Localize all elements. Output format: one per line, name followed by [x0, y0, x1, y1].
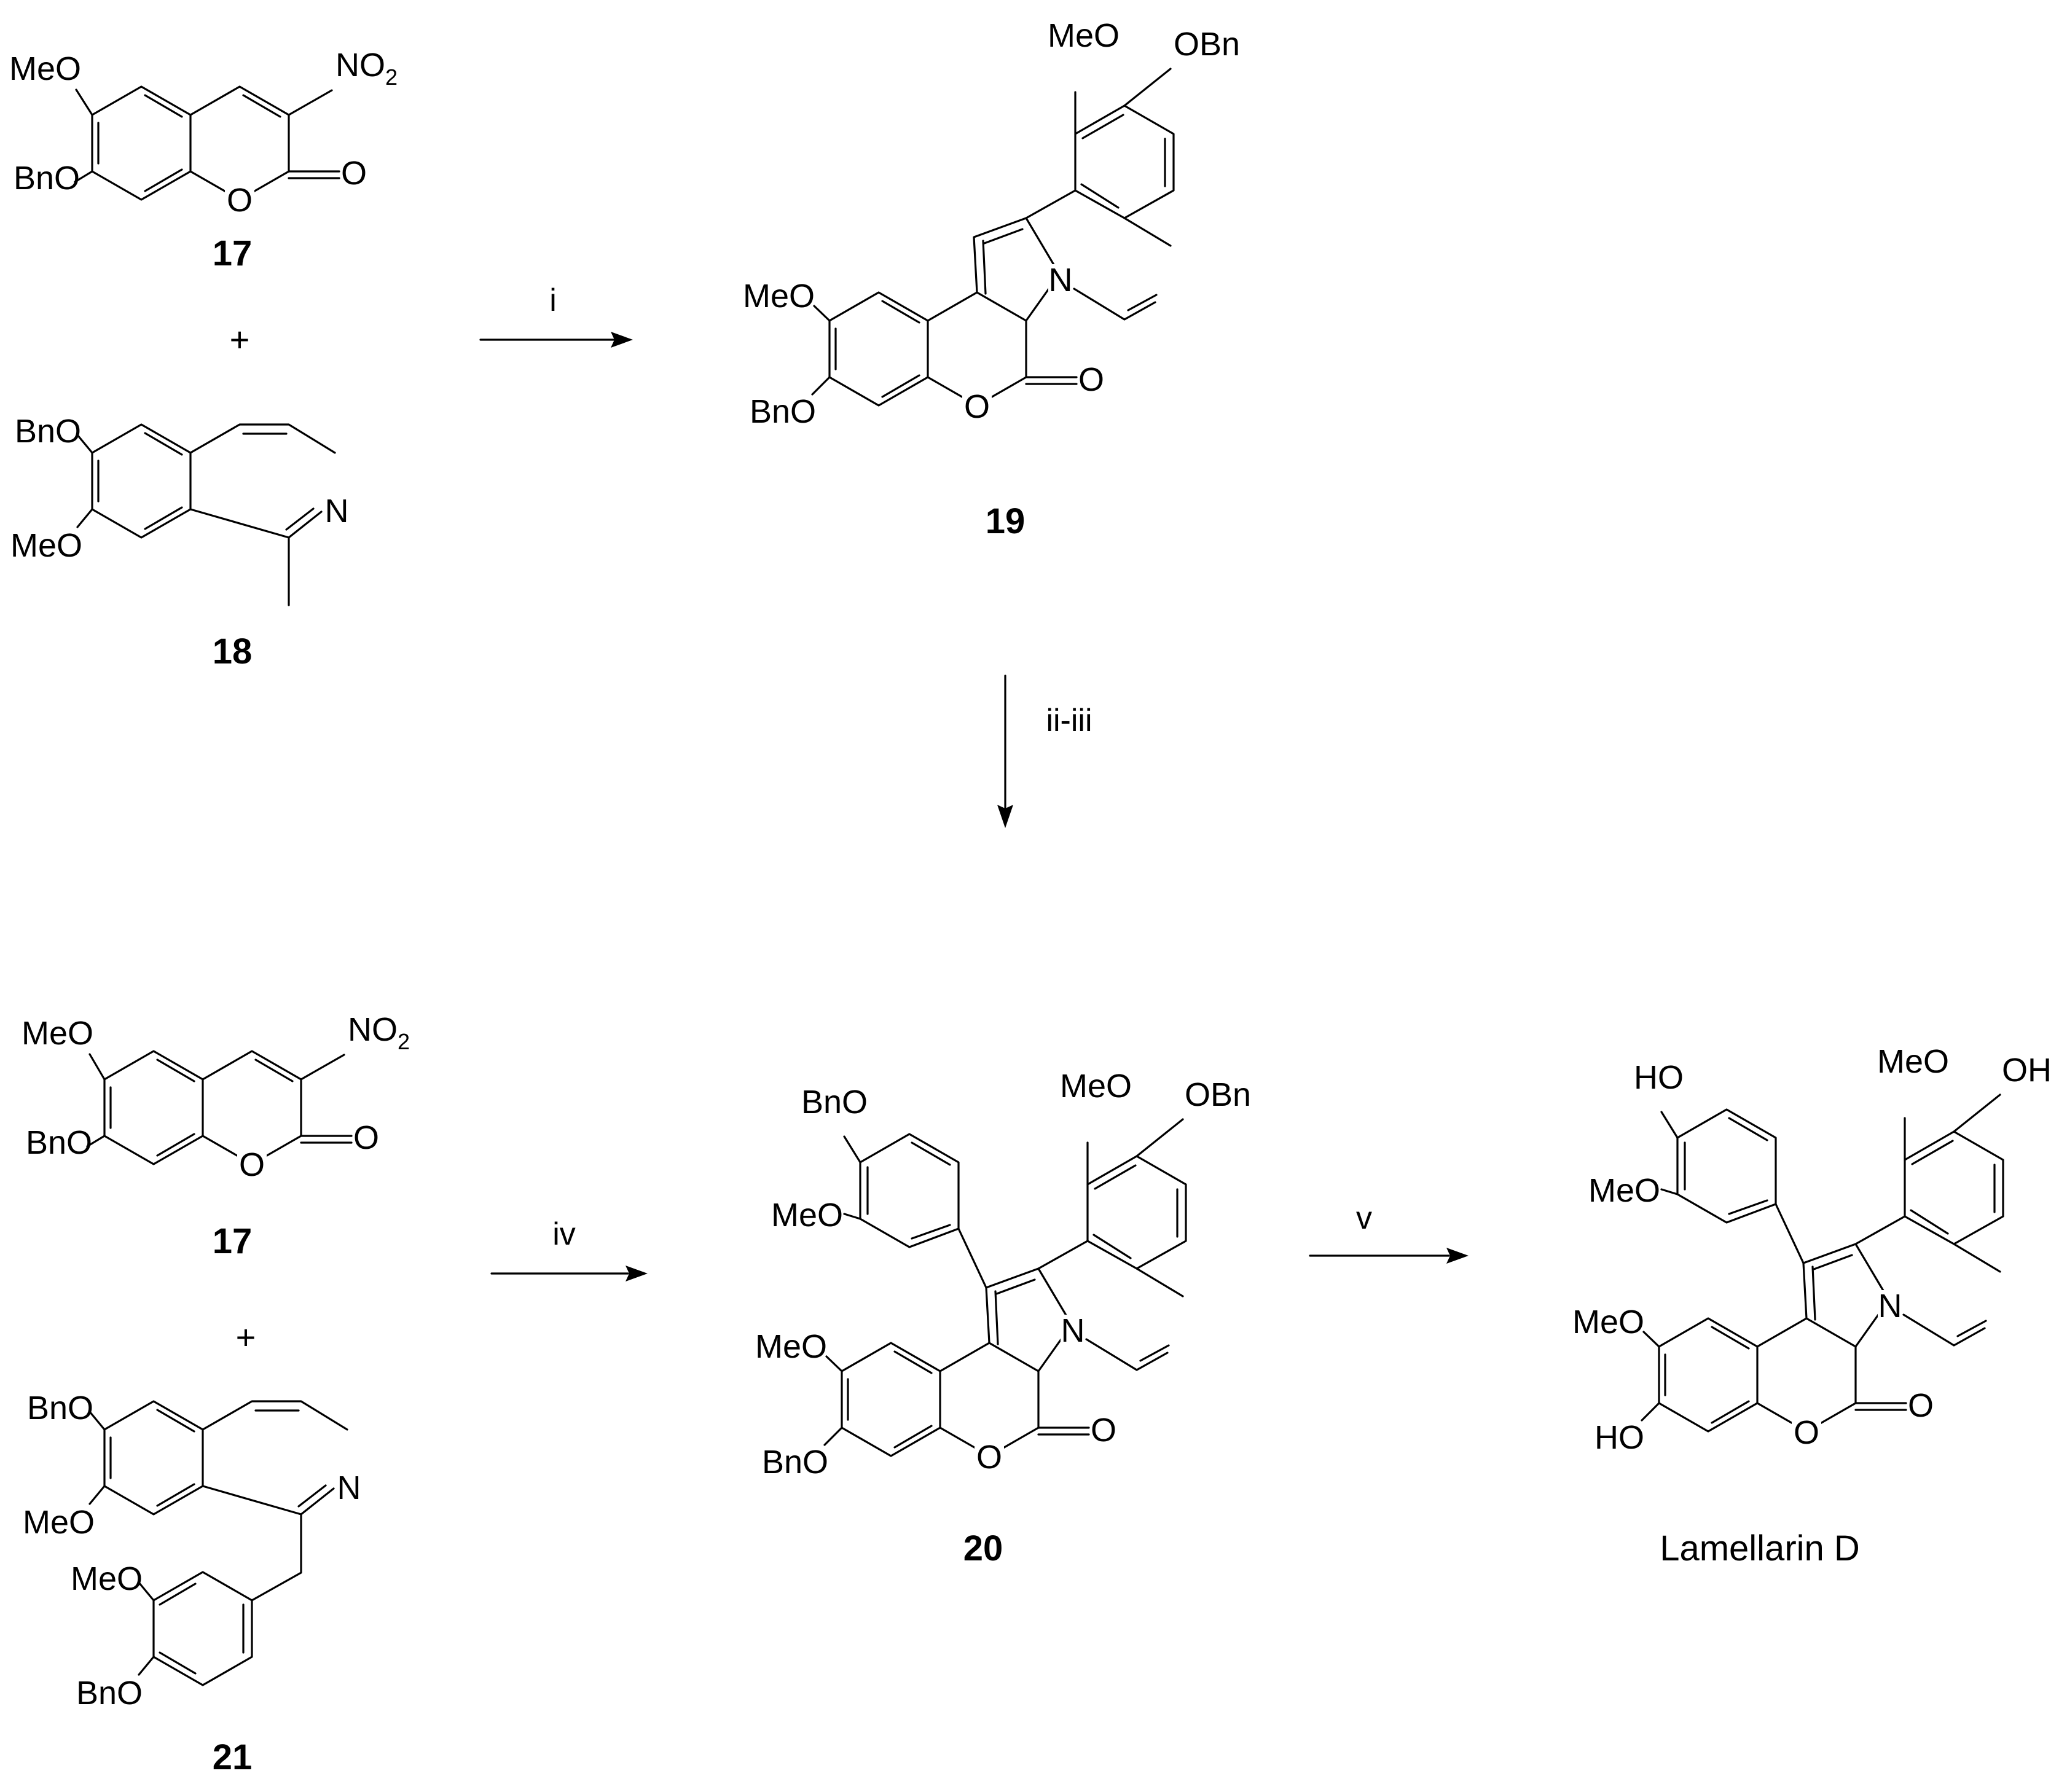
left-methoxy-label: MeO	[1572, 1304, 1644, 1340]
compound-18: N BnO MeO 18	[10, 413, 349, 671]
top-methoxy-label: MeO	[1060, 1068, 1132, 1105]
compound-label-18: 18	[213, 632, 253, 671]
nitrogen-atom: N	[325, 493, 349, 530]
reaction-arrow-ii-iii: ii-iii	[997, 675, 1092, 828]
compound-label-17: 17	[213, 233, 253, 273]
aryl-methoxy-label: MeO	[71, 1560, 143, 1597]
aryl-methoxy-label: MeO	[771, 1197, 843, 1234]
compound-20: O O N MeO OBn BnO MeO MeO BnO 20	[755, 1068, 1251, 1568]
ring-oxygen: O	[964, 388, 990, 425]
top-benzyloxy-label: OBn	[1174, 26, 1240, 63]
left-benzyloxy-label: BnO	[762, 1444, 828, 1481]
top-benzyloxy-label: OBn	[1185, 1076, 1251, 1113]
ring-oxygen: O	[227, 182, 253, 219]
left-methoxy-label: MeO	[743, 278, 815, 315]
compound-21: N BnO MeO MeO BnO 21	[23, 1390, 361, 1777]
product-name: Lamellarin D	[1660, 1528, 1860, 1568]
lamellarin-d: O O N MeO OH HO MeO MeO HO Lamellarin D	[1572, 1043, 2052, 1568]
aryl-benzyloxy-label: BnO	[76, 1675, 143, 1712]
reaction-arrow-i: i	[479, 283, 633, 348]
condition-iv: iv	[552, 1216, 576, 1252]
methoxy-label: MeO	[22, 1015, 93, 1052]
ring-oxygen: O	[1794, 1414, 1819, 1451]
condition-i: i	[549, 283, 557, 318]
methoxy-label: MeO	[10, 527, 82, 564]
nitrogen-atom: N	[337, 1469, 361, 1506]
aryl-hydroxy-label: HO	[1634, 1059, 1684, 1096]
compound-label-21: 21	[213, 1737, 253, 1777]
compound-label-17: 17	[213, 1221, 253, 1261]
carbonyl-oxygen: O	[341, 155, 367, 192]
plus-sign: +	[236, 1318, 256, 1356]
nitro-label: NO2	[348, 1011, 410, 1054]
reaction-arrow-v: v	[1309, 1200, 1469, 1264]
top-hydroxy-label: OH	[2002, 1052, 2052, 1089]
compound-label-20: 20	[963, 1528, 1003, 1568]
nitrogen-atom: N	[1049, 262, 1073, 299]
left-hydroxy-label: HO	[1594, 1419, 1644, 1456]
compound-17-top: O O MeO BnO NO2 17	[9, 47, 398, 273]
compound-19: O O N MeO OBn MeO BnO 19	[743, 17, 1240, 541]
benzyloxy-label: BnO	[27, 1390, 93, 1426]
benzyloxy-label: BnO	[15, 413, 81, 450]
left-methoxy-label: MeO	[755, 1328, 827, 1365]
compound-17-bottom: O O MeO BnO NO2 17	[22, 1011, 410, 1261]
benzyloxy-label: BnO	[26, 1124, 92, 1161]
top-methoxy-label: MeO	[1877, 1043, 1949, 1080]
methoxy-label: MeO	[23, 1504, 95, 1541]
carbonyl-oxygen: O	[353, 1119, 379, 1156]
reaction-arrow-iv: iv	[490, 1216, 648, 1281]
left-benzyloxy-label: BnO	[750, 393, 816, 430]
carbonyl-oxygen: O	[1078, 361, 1104, 398]
nitrogen-atom: N	[1061, 1312, 1085, 1349]
benzyloxy-label: BnO	[14, 160, 80, 197]
condition-v: v	[1356, 1200, 1372, 1236]
plus-sign: +	[230, 320, 250, 359]
methoxy-label: MeO	[9, 50, 81, 87]
top-methoxy-label: MeO	[1048, 17, 1120, 54]
ring-oxygen: O	[976, 1439, 1002, 1476]
nitro-label: NO2	[335, 47, 398, 90]
aryl-benzyloxy-label: BnO	[801, 1084, 868, 1121]
compound-label-19: 19	[986, 501, 1026, 541]
carbonyl-oxygen: O	[1908, 1387, 1934, 1424]
aryl-methoxy-label: MeO	[1588, 1172, 1660, 1209]
condition-ii-iii: ii-iii	[1046, 703, 1092, 738]
nitrogen-atom: N	[1878, 1288, 1902, 1324]
carbonyl-oxygen: O	[1091, 1412, 1116, 1449]
ring-oxygen: O	[239, 1146, 265, 1183]
